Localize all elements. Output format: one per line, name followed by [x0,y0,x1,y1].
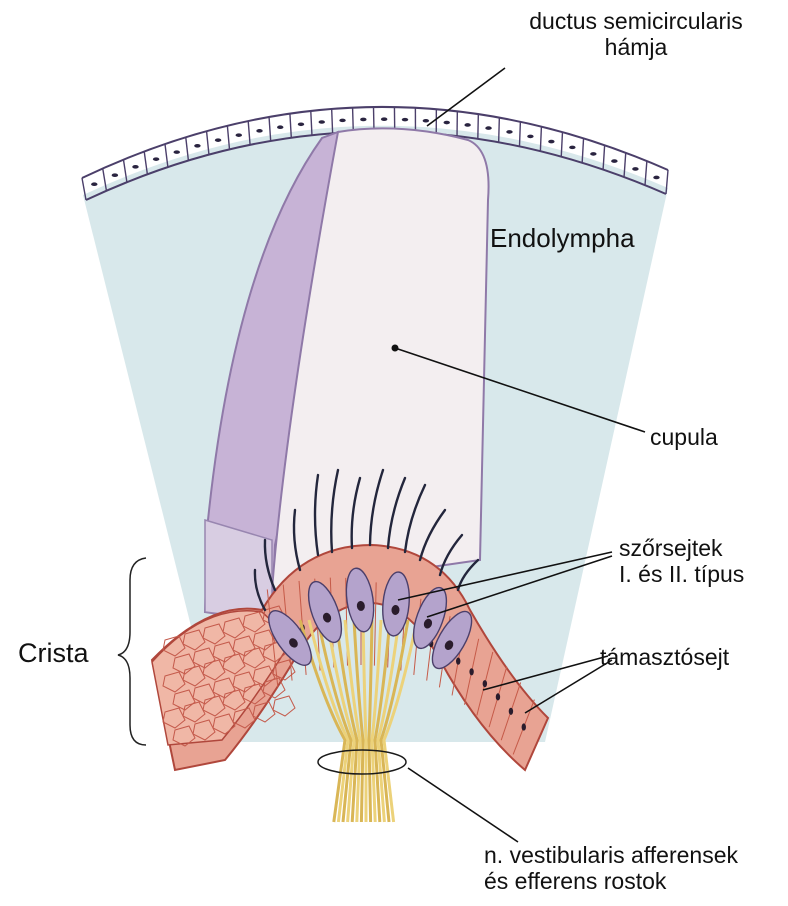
hair-cells-label: szőrsejtek I. és II. típus [619,535,744,588]
nerve-label: n. vestibularis afferensek és efferens r… [484,842,738,895]
endolympha-label: Endolympha [490,224,635,254]
hair-cells-label-line2: I. és II. típus [619,561,744,587]
cupula-label: cupula [650,424,718,450]
supporting-cell-label: támasztósejt [600,644,729,670]
cupula-pointer-dot [392,345,399,352]
hair-cells-label-line1: szőrsejtek [619,535,744,561]
duct-label-line2: hámja [506,34,766,60]
duct-epithelium-label: ductus semicircularis hámja [506,8,766,61]
crista-label: Crista [18,638,89,669]
duct-label-line1: ductus semicircularis [506,8,766,34]
nerve-label-line2: és efferens rostok [484,868,738,894]
crista-brace [118,558,146,745]
nerve-label-line1: n. vestibularis afferensek [484,842,738,868]
